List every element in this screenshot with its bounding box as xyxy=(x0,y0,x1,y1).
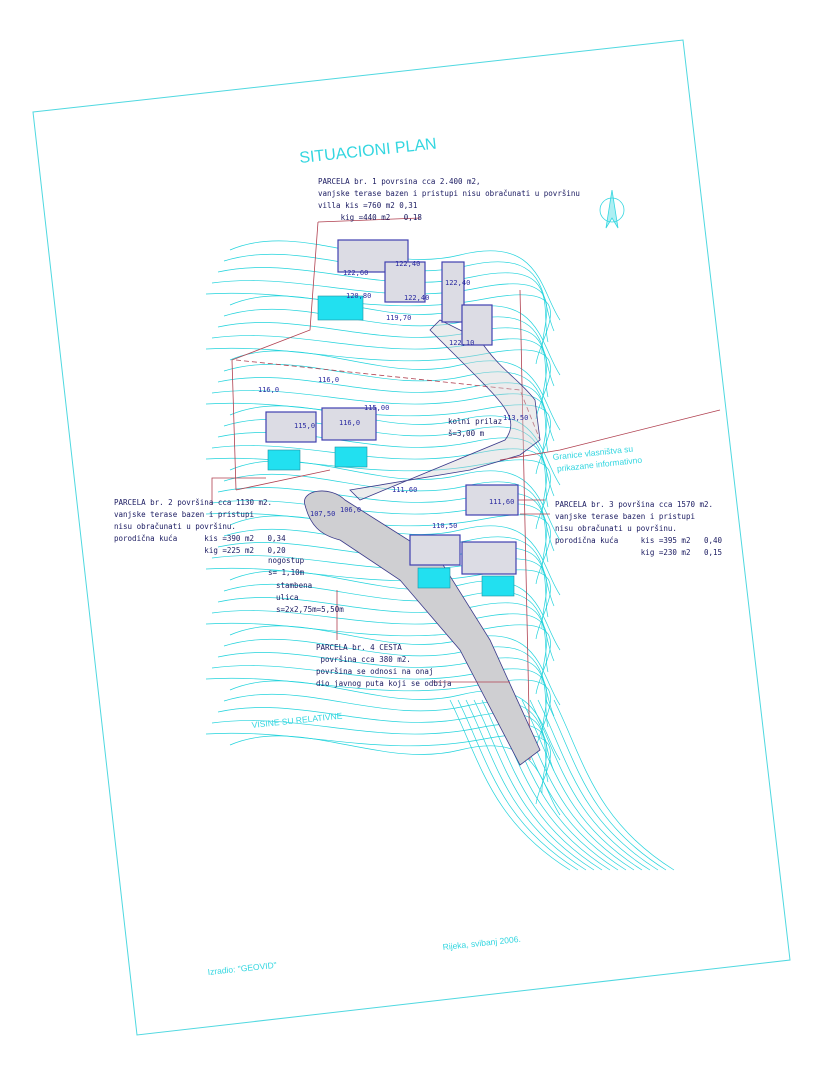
sidewalk-note: nogostup s= 1,10m xyxy=(268,556,309,577)
elevation-label: 107,50 xyxy=(310,510,335,518)
elevation-label: 119,70 xyxy=(386,314,411,322)
contour-line xyxy=(545,699,667,871)
elevation-label: 111,60 xyxy=(392,486,417,494)
contour-line xyxy=(217,487,549,563)
elevation-label: 122,60 xyxy=(343,269,368,277)
elevation-label: 122,40 xyxy=(395,260,420,268)
contour-line xyxy=(211,665,548,739)
elevation-label: 120,80 xyxy=(346,292,371,300)
contour-line xyxy=(449,699,571,871)
pool-house-a xyxy=(267,449,301,471)
contour-line xyxy=(529,699,651,871)
contour-line xyxy=(229,350,561,431)
contour-line xyxy=(229,680,561,761)
north-arrow-icon xyxy=(599,189,625,229)
contour-line xyxy=(521,699,643,871)
road-parcel-4 xyxy=(304,490,541,766)
contour-line xyxy=(465,699,587,871)
elevation-labels: 122,60 122,40 120,80 122,40 122,40 119,70 122,… xyxy=(258,260,528,530)
contour-line xyxy=(481,699,603,871)
street-note: stambena ulica s=2x2,75m=5,50m xyxy=(276,581,344,614)
contour-line xyxy=(229,240,561,321)
contour-line xyxy=(217,652,549,728)
contour-line xyxy=(211,390,548,464)
contour-line xyxy=(211,720,548,794)
parcel-2-note: PARCELA br. 2 površina cca 1130 m2. vanj… xyxy=(114,498,290,555)
pool-house-b xyxy=(334,446,368,468)
parcel-3-note: PARCELA br. 3 površina cca 1570 m2. vanj… xyxy=(555,500,727,557)
contour-line xyxy=(217,377,549,453)
elevation-label: 113,50 xyxy=(503,414,528,422)
parcel-4-note: PARCELA br. 4 CESTA površina cca 380 m2.… xyxy=(316,643,451,688)
elevation-label: 106,0 xyxy=(340,506,361,514)
contour-line xyxy=(457,699,579,871)
elevation-label: 111,60 xyxy=(489,498,514,506)
elevation-label: 122,40 xyxy=(404,294,429,302)
elevation-label: 110,50 xyxy=(432,522,457,530)
driveway xyxy=(349,319,541,501)
elevation-label: 115,0 xyxy=(294,422,315,430)
contour-line xyxy=(537,699,659,871)
elevation-label: 116,0 xyxy=(258,386,279,394)
elevation-label: 116,0 xyxy=(339,419,360,427)
houses-parcel-2 xyxy=(265,407,377,471)
driveway-note: kolni prilaz š=3,00 m xyxy=(448,417,507,438)
contour-line xyxy=(553,699,675,871)
villa-parcel-1 xyxy=(317,239,493,346)
pool-house-d xyxy=(481,575,515,597)
elevation-label: 122,40 xyxy=(445,279,470,287)
contour-line xyxy=(217,707,549,783)
contour-line xyxy=(229,405,561,486)
contour-line xyxy=(473,699,595,871)
elevation-label: 122,10 xyxy=(449,339,474,347)
elevation-label: 115,00 xyxy=(364,404,389,412)
parcel-1-note: PARCELA br. 1 povrsina cca 2.400 m2, van… xyxy=(318,177,584,222)
contour-line xyxy=(229,570,561,651)
leader-lines xyxy=(211,409,721,683)
contour-line xyxy=(229,515,561,596)
contour-line xyxy=(211,280,548,354)
pool-house-c xyxy=(417,567,451,589)
houses-parcel-3 xyxy=(409,484,519,597)
elevation-label: 116,0 xyxy=(318,376,339,384)
pool-parcel-1 xyxy=(317,295,364,321)
